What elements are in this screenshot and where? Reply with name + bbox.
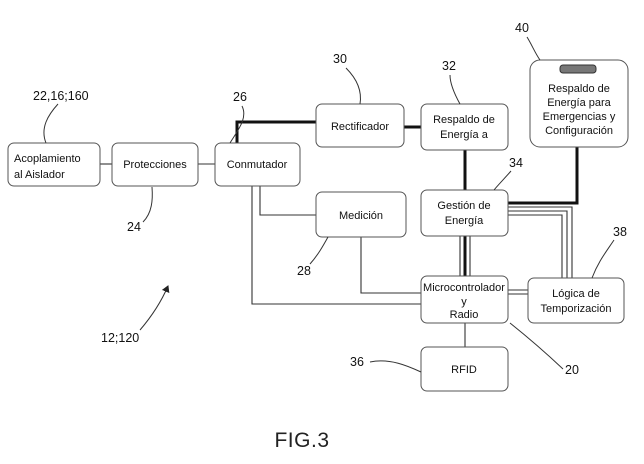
block-label-line: Configuración [545, 125, 613, 137]
svg-text:y: y [461, 296, 467, 308]
ref-respaldo-emergencias: 40 [515, 21, 529, 35]
svg-text:Emergencias y: Emergencias y [543, 111, 616, 123]
svg-text:Medición: Medición [339, 210, 383, 222]
leader-acoplamiento [44, 104, 58, 143]
block-conmutador: Conmutador [215, 143, 300, 186]
ref-acoplamiento: 22,16;160 [33, 89, 89, 103]
block-microcontrolador: Microcontrolador y Radio [421, 276, 508, 323]
block-label-line: Conmutador [227, 159, 288, 171]
block-rfid: RFID [421, 347, 508, 391]
block-logica-temporizacion: Lógica de Temporización [528, 278, 624, 323]
ref-conmutador: 26 [233, 90, 247, 104]
block-label-line: al Aislador [14, 169, 65, 181]
line-conmutador-rectificador [237, 122, 316, 143]
block-label-line: RFID [451, 364, 477, 376]
line-conmutador-medicion [260, 186, 316, 215]
ref-rfid: 36 [350, 355, 364, 369]
ref-logica-temporizacion: 38 [613, 225, 627, 239]
svg-text:Configuración: Configuración [545, 125, 613, 137]
svg-text:Lógica de: Lógica de [552, 288, 600, 300]
leader-protecciones [143, 187, 152, 222]
block-label-line: Respaldo de [433, 114, 495, 126]
battery-icon [560, 65, 596, 73]
block-label-line: Lógica de [552, 288, 600, 300]
block-label-line: Energía a [440, 129, 489, 141]
svg-text:Rectificador: Rectificador [331, 121, 389, 133]
leader-gestion-energia [494, 171, 511, 190]
ref-microcontrolador: 20 [565, 363, 579, 377]
block-label-line: Protecciones [123, 159, 187, 171]
svg-text:Acoplamiento: Acoplamiento [14, 153, 81, 165]
block-label-line: Radio [450, 309, 479, 321]
block-acoplamiento: Acoplamiento al Aislador [8, 143, 100, 186]
block-label-line: Respaldo de [548, 83, 610, 95]
svg-text:Gestión de: Gestión de [437, 200, 490, 212]
block-label-line: Energía [445, 215, 484, 227]
block-label-line: Energía para [547, 97, 611, 109]
svg-text:Energía para: Energía para [547, 97, 611, 109]
leader-respaldo-energia [450, 75, 460, 104]
block-label-line: Acoplamiento [14, 153, 81, 165]
svg-text:RFID: RFID [451, 364, 477, 376]
svg-text:Protecciones: Protecciones [123, 159, 187, 171]
svg-text:Microcontrolador: Microcontrolador [423, 282, 505, 294]
line-gestion-logica-2 [508, 211, 567, 278]
svg-text:Radio: Radio [450, 309, 479, 321]
leader-logica-temporizacion [592, 240, 614, 278]
leader-rectificador [346, 68, 360, 104]
block-label-line: Temporización [541, 303, 612, 315]
figure-caption: FIG.3 [274, 429, 329, 452]
leader-device-arrow [140, 286, 168, 330]
line-medicion-microcontrolador [361, 237, 421, 293]
block-respaldo-emergencias: Respaldo de Energía para Emergencias y C… [530, 60, 628, 147]
leader-rfid [370, 361, 421, 372]
line-gestion-logica-3 [508, 215, 562, 278]
block-label-line: Gestión de [437, 200, 490, 212]
block-label-line: Rectificador [331, 121, 389, 133]
block-medicion: Medición [316, 192, 406, 237]
svg-text:Energía a: Energía a [440, 129, 489, 141]
ref-respaldo-energia: 32 [442, 59, 456, 73]
svg-text:Respaldo de: Respaldo de [433, 114, 495, 126]
block-label-line: Microcontrolador [423, 282, 505, 294]
svg-text:Temporización: Temporización [541, 303, 612, 315]
block-gestion-energia: Gestión de Energía [421, 190, 508, 236]
block-label-line: Medición [339, 210, 383, 222]
ref-device: 12;120 [101, 331, 139, 345]
block-label-line: y [461, 296, 467, 308]
block-label-line: Emergencias y [543, 111, 616, 123]
block-protecciones: Protecciones [112, 143, 198, 186]
ref-medicion: 28 [297, 264, 311, 278]
leader-medicion [310, 237, 328, 264]
leader-microcontrolador [510, 323, 563, 369]
leader-respaldo-emergencias [527, 37, 540, 60]
ref-protecciones: 24 [127, 220, 141, 234]
svg-text:Conmutador: Conmutador [227, 159, 288, 171]
block-rectificador: Rectificador [316, 104, 404, 147]
ref-rectificador: 30 [333, 52, 347, 66]
svg-text:al Aislador: al Aislador [14, 169, 65, 181]
svg-text:Respaldo de: Respaldo de [548, 83, 610, 95]
ref-gestion-energia: 34 [509, 156, 523, 170]
block-respaldo-energia: Respaldo de Energía a [421, 104, 508, 150]
svg-text:Energía: Energía [445, 215, 484, 227]
